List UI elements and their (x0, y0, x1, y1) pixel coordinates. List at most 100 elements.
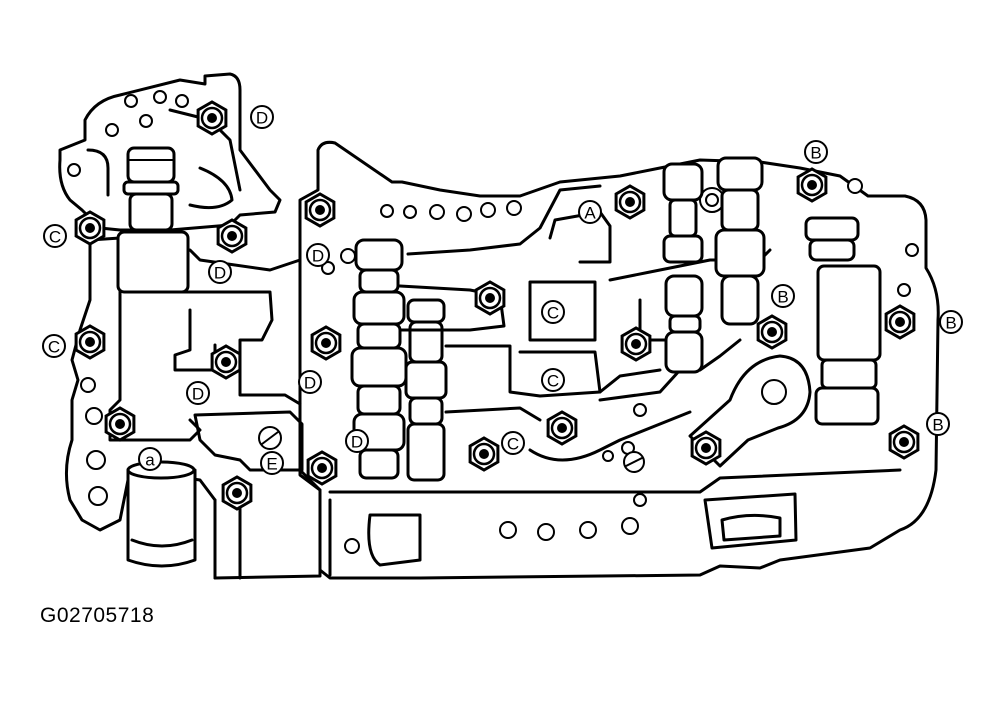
callout-letter: E (266, 455, 277, 474)
left-lower-plate (65, 236, 322, 580)
callout-letter-icon: C (541, 300, 565, 324)
left-inner-panel (173, 290, 302, 406)
slot-screw (623, 451, 645, 473)
plate-hole (86, 450, 106, 470)
plate-hole (537, 523, 555, 541)
callout-letter-icon: a (138, 447, 162, 471)
plate-hole (905, 243, 919, 257)
bracket-hole (175, 94, 189, 108)
cam-pivot (761, 379, 787, 405)
callout-letter-icon: C (42, 334, 66, 358)
center-spool-right (404, 298, 448, 482)
callout-letter: D (312, 247, 324, 266)
plate-hole-inner (705, 193, 719, 207)
bolt-icon (796, 167, 828, 203)
plate-hole (344, 538, 360, 554)
bolt-icon (196, 100, 228, 136)
callout-letter-icon: D (345, 429, 369, 453)
spool-far-right (804, 216, 882, 426)
callout-letter: a (145, 451, 155, 470)
callout-letter: D (304, 374, 316, 393)
callout-letter: D (351, 433, 363, 452)
pipe-ring (130, 538, 194, 548)
plate-hole (633, 493, 647, 507)
pipe-cylinder-top (126, 460, 196, 480)
bolt-icon (888, 424, 920, 460)
bolt-icon (474, 280, 506, 316)
bolt-icon (74, 324, 106, 360)
body-channel (528, 280, 597, 342)
bolt-icon (216, 218, 248, 254)
bracket-hole (105, 123, 119, 137)
callout-letter: B (945, 314, 956, 333)
slot-pocket-inner (720, 513, 782, 542)
callout-letter: C (507, 435, 519, 454)
plate-hole (602, 450, 614, 462)
bolt-icon (546, 410, 578, 446)
callout-letter-icon: B (939, 310, 963, 334)
lower-rail (328, 468, 902, 494)
plate-hole (321, 261, 335, 275)
pipe-cylinder (126, 468, 197, 568)
plate-hole (621, 517, 639, 535)
body-channel (406, 184, 602, 256)
plate-hole (480, 202, 496, 218)
bolt-icon (690, 430, 722, 466)
bolt-icon (310, 325, 342, 361)
bolt-icon (304, 192, 336, 228)
bolt-group (74, 100, 920, 511)
plate-hole (85, 407, 103, 425)
callout-letter: D (214, 264, 226, 283)
callout-letter-icon: D (208, 260, 232, 284)
callout-letter: C (48, 338, 60, 357)
body-channel (518, 350, 602, 394)
callout-letter-icon: B (926, 412, 950, 436)
plate-hole (403, 205, 417, 219)
plate-hole (499, 521, 517, 539)
bolt-icon (756, 314, 788, 350)
callout-letter: B (932, 416, 943, 435)
bolt-icon (74, 210, 106, 246)
callout-letter-icon: A (578, 200, 602, 224)
callout-letter-icon: C (501, 431, 525, 455)
slot-pocket (703, 492, 798, 550)
spool-right-pair (662, 156, 766, 374)
callout-letter: B (777, 288, 788, 307)
callout-letter-icon: C (541, 368, 565, 392)
plate-hole (897, 283, 911, 297)
callout-letter: C (49, 228, 61, 247)
bolt-icon (221, 475, 253, 511)
callout-letter-icon: E (260, 451, 284, 475)
callout-letter: D (192, 385, 204, 404)
plate-hole (340, 248, 356, 264)
plate-hole (633, 403, 647, 417)
bracket-contour (188, 166, 234, 210)
plate-hole (429, 204, 445, 220)
plate-hole (80, 377, 96, 393)
callout-letter: C (547, 372, 559, 391)
callout-letter: D (256, 109, 268, 128)
plate-hole (847, 178, 863, 194)
bolt-icon (306, 450, 338, 486)
plate-hole (380, 204, 394, 218)
bolt-icon (468, 436, 500, 472)
bolt-icon (884, 304, 916, 340)
bolt-icon (620, 326, 652, 362)
callout-letter-icon: C (43, 224, 67, 248)
left-inner-panel (108, 248, 202, 442)
bracket-hole (139, 114, 153, 128)
center-spool-left (350, 238, 408, 480)
bracket-hole (67, 163, 81, 177)
plate-hole (88, 486, 108, 506)
callout-letter: C (547, 304, 559, 323)
bracket-hole (124, 94, 138, 108)
bracket-contour (86, 148, 110, 197)
plate-hole (579, 521, 597, 539)
body-channel (398, 284, 506, 332)
spool-upper-left (116, 146, 190, 294)
callout-letter: A (584, 204, 596, 223)
callout-letter-icon: D (186, 381, 210, 405)
body-channel (548, 210, 612, 264)
